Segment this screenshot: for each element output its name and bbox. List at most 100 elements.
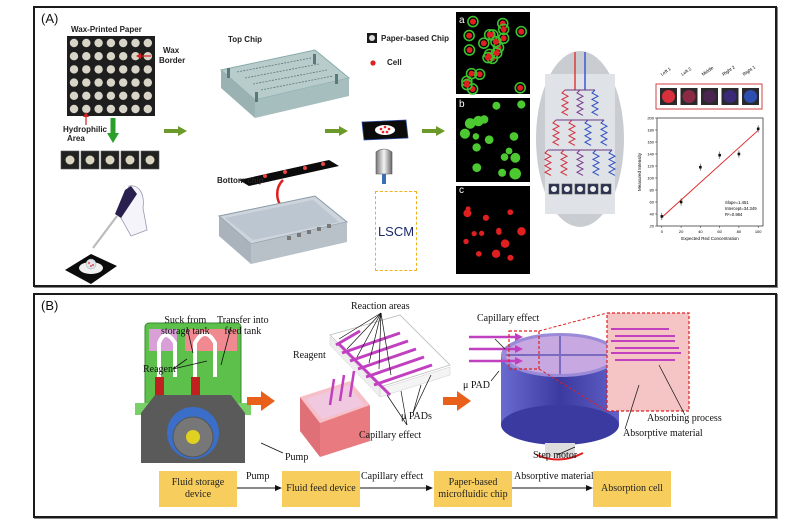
y-tick-label: 60 (650, 200, 655, 205)
process-arrow-icon (422, 126, 445, 136)
dead-cell (496, 229, 502, 235)
data-point (699, 165, 702, 169)
y-tick-label: 140 (647, 152, 654, 157)
micrograph-a-label: a (459, 15, 465, 26)
process-arrow-icon (164, 126, 187, 136)
dead-cell (482, 214, 490, 221)
cell-membrane (465, 67, 478, 80)
dead-cell (491, 249, 501, 259)
hydrophilic-spot (69, 91, 79, 100)
hydrophilic-spot (119, 52, 128, 61)
data-point (756, 127, 760, 131)
swatch-1 (682, 90, 696, 103)
color-swatches (655, 83, 763, 110)
suck-from-label: Suck from storage tank (161, 315, 210, 337)
panel-a-label: (A) (41, 11, 59, 26)
cell-membrane (463, 29, 475, 42)
serpentine-channel (590, 89, 600, 116)
green-down-arrow-icon (107, 118, 119, 143)
data-point (660, 215, 664, 218)
cell-membrane (515, 25, 528, 38)
swatch-2 (703, 90, 716, 103)
y-tick-label: 100 (647, 176, 654, 181)
wax-paper-grid (67, 36, 155, 116)
hydrophilic-spot (94, 65, 103, 74)
hydrophilic-spot (106, 65, 116, 74)
flow-connector-capillary: Capillary effect (361, 471, 424, 482)
swatch-4 (744, 90, 757, 103)
flow-box-fluid-feed: Fluid feed device (282, 471, 360, 507)
hydrophilic-spot (131, 104, 140, 114)
hydrophilic-spot (119, 78, 128, 87)
x-axis-label: Expected Red Concentration (681, 236, 739, 241)
cell-nucleus (500, 35, 507, 42)
outlet-spot (551, 186, 557, 192)
feed-annotation-arrows (338, 312, 432, 426)
top-chip-illustration (219, 49, 351, 118)
x-tick-label: 20 (679, 229, 684, 234)
hydrophilic-spot (143, 91, 152, 100)
y-tick-label: 160 (647, 140, 654, 145)
data-point (718, 153, 721, 157)
wax-border-label-2: Border (159, 56, 186, 65)
wax-paper-background (67, 36, 155, 116)
cell-nucleus (486, 31, 493, 38)
x-tick-label: 0 (661, 229, 664, 234)
hydrophilic-spot (94, 78, 103, 87)
hydrophilic-spot (82, 65, 91, 74)
fit-line (661, 129, 759, 218)
hydrophilic-spot (69, 38, 79, 48)
paper-chip-spot (65, 155, 75, 165)
panel-b: (B) Suck from storage tank Transfer into… (33, 293, 777, 518)
cell-nucleus (517, 84, 524, 91)
swatch-label: Left 2 (680, 66, 692, 77)
absorbing-process-label: Absorbing process (647, 413, 722, 424)
hydrophilic-spot (131, 38, 140, 48)
fit-annotation: Slope=1.451 (725, 200, 749, 205)
cell-dot-icon (370, 60, 376, 66)
hydrophilic-spot (69, 65, 79, 74)
micrograph-panels (456, 12, 530, 274)
live-cell (472, 133, 480, 140)
plot-area (656, 117, 764, 227)
capillary-effect-mid-label: Capillary effect (359, 430, 422, 441)
y-tick-label: 120 (647, 164, 654, 169)
hydrophilic-spot (94, 91, 103, 100)
outlet-spot (590, 186, 596, 192)
cell-membrane (478, 37, 490, 50)
step-motor-label: Step motor (533, 450, 578, 461)
dead-cell (465, 206, 471, 212)
cell-membrane (490, 47, 503, 59)
flow-box-absorption-cell: Absorption cell (593, 471, 671, 507)
cell-nucleus (480, 40, 487, 47)
flow-box-fluid-storage: Fluid storage device (159, 471, 237, 507)
serpentine-channel (560, 89, 570, 116)
hydrophilic-spot (119, 38, 128, 48)
paper-chip-icon (367, 33, 377, 43)
fit-annotation: R²=0.984 (725, 212, 743, 217)
hydrophilic-spot (82, 91, 91, 100)
dead-cell (463, 209, 472, 218)
hydrophilic-spot (119, 65, 128, 74)
upads-label: μ PADs (401, 411, 432, 422)
hydrophilic-spot (82, 38, 91, 48)
storage-annotation-arrows (172, 326, 284, 454)
live-cell (517, 100, 526, 109)
panel-a: (A) Wax-Printed Paper Wax Border Hydroph… (33, 6, 777, 287)
micrograph-c-label: c (459, 185, 464, 196)
live-cell (505, 147, 513, 155)
cell-membrane (490, 35, 502, 48)
live-cell (459, 128, 470, 139)
orange-arrow-icon (247, 391, 275, 411)
hydrophilic-spot (143, 104, 152, 114)
paper-chip-spot (85, 155, 95, 165)
outlet-spot (577, 186, 583, 192)
live-cell (498, 168, 507, 177)
serpentine-channel (583, 119, 593, 146)
swatch-label: Right 2 (721, 64, 736, 77)
cell-nucleus (518, 28, 525, 35)
transfer-into-label: Transfer into feed tank (217, 315, 269, 337)
cell-nucleus (500, 26, 507, 33)
